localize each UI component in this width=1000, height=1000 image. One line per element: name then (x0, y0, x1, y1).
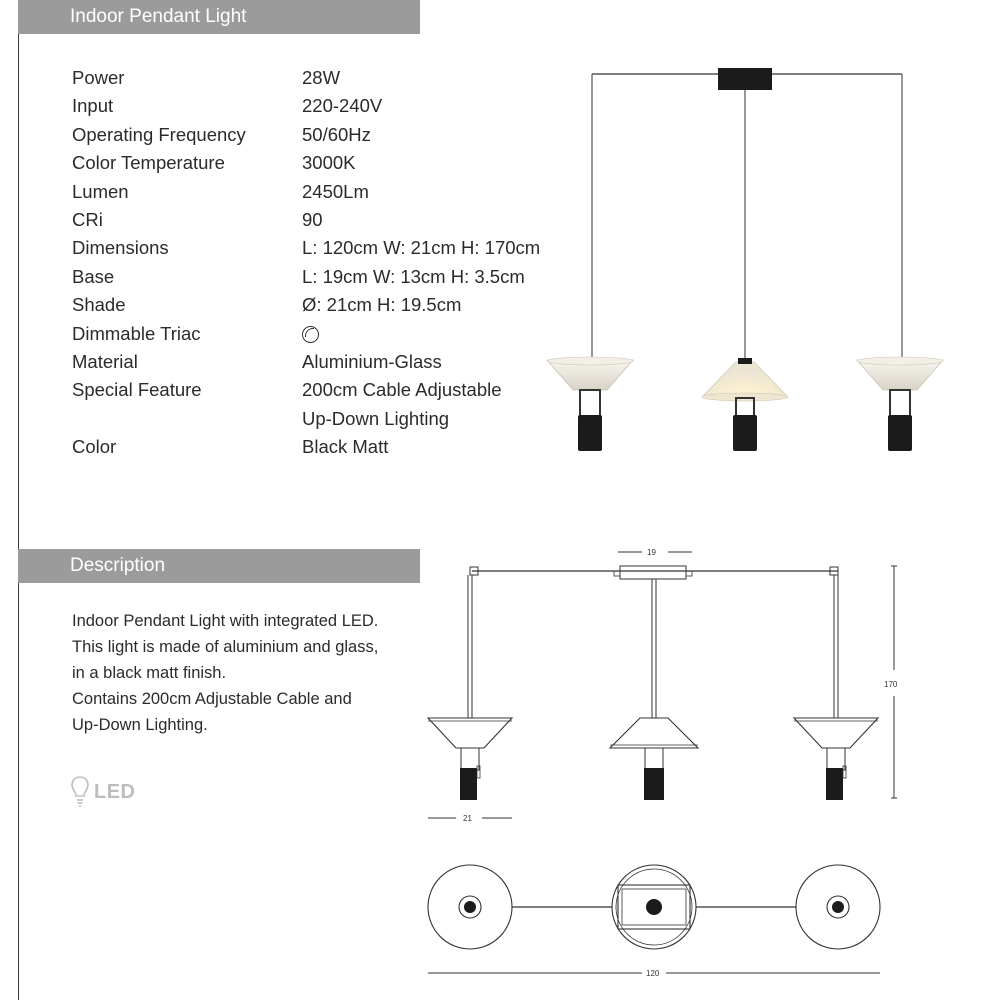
description-title: Description (70, 555, 166, 576)
spec-value: Ø: 21cm H: 19.5cm (302, 294, 462, 316)
spec-row-color-temperature: Color Temperature 3000K (72, 149, 592, 177)
spec-value: 220-240V (302, 95, 383, 117)
dimension-length: 120 (646, 969, 660, 978)
technical-drawing-plan: 120 (427, 864, 881, 978)
plan-canopy-center (611, 864, 697, 950)
spec-row-base: Base L: 19cm W: 13cm H: 3.5cm (72, 263, 592, 291)
spec-label: CRi (72, 208, 103, 230)
left-border-rule (18, 0, 19, 1000)
lamp-center (701, 358, 789, 451)
dimension-base-width: 19 (647, 548, 656, 557)
drawing-canopy (619, 565, 687, 580)
spec-label: Lumen (72, 180, 129, 202)
spec-row-cri: CRi 90 (72, 206, 592, 234)
spec-table: Power 28W Input 220-240V Operating Frequ… (72, 64, 592, 461)
spec-value: Black Matt (302, 436, 389, 458)
lamp-right (856, 356, 944, 451)
spec-value: 90 (302, 208, 323, 230)
product-title: Indoor Pendant Light (70, 6, 247, 27)
description-line: Up-Down Lighting. (72, 716, 208, 734)
spec-row-color: Color Black Matt (72, 433, 592, 461)
dimension-height: 170 (884, 680, 898, 689)
spec-value: 50/60Hz (302, 123, 371, 145)
bulb-icon (71, 776, 89, 807)
lamp-left (546, 356, 634, 451)
spec-value: L: 19cm W: 13cm H: 3.5cm (302, 265, 525, 287)
description-line: Contains 200cm Adjustable Cable and (72, 690, 352, 708)
spec-row-input: Input 220-240V (72, 92, 592, 120)
spec-value (302, 320, 319, 348)
led-badge: LED (70, 774, 136, 810)
spec-value: 28W (302, 67, 341, 88)
product-title-header: Indoor Pendant Light (18, 0, 420, 34)
spec-value: 2450Lm (302, 180, 369, 202)
description-line: in a black matt finish. (72, 664, 227, 682)
spec-value: 3000K (302, 152, 356, 174)
spec-row-special-feature-cont: Up-Down Lighting (72, 405, 592, 433)
spec-row-material: Material Aluminium-Glass (72, 348, 592, 376)
spec-label: Dimmable Triac (72, 322, 201, 344)
ceiling-canopy (718, 68, 772, 90)
spec-label: Dimensions (72, 237, 169, 259)
spec-value: L: 120cm W: 21cm H: 170cm (302, 237, 541, 259)
spec-row-dimmable: Dimmable Triac (72, 320, 592, 348)
technical-drawing-elevation: 19 170 21 (426, 548, 898, 823)
plan-shade-left (427, 864, 513, 950)
drawing-lamp-right (792, 717, 880, 800)
spec-row-power: Power 28W (72, 64, 592, 92)
spec-value: Aluminium-Glass (302, 350, 442, 372)
spec-label: Color (72, 436, 117, 458)
spec-row-shade: Shade Ø: 21cm H: 19.5cm (72, 291, 592, 319)
description-header: Description (18, 549, 420, 583)
drawing-lamp-center (608, 717, 700, 800)
plan-shade-right (795, 864, 881, 950)
drawing-end-cap-left (469, 566, 479, 576)
product-photo (546, 68, 944, 451)
spec-label: Base (72, 265, 115, 287)
spec-label: Special Feature (72, 379, 202, 401)
spec-label: Input (72, 95, 114, 117)
drawing-lamp-left (426, 717, 514, 800)
spec-label: Operating Frequency (72, 123, 246, 145)
dimmable-triac-icon (302, 325, 319, 343)
description-body: Indoor Pendant Light with integrated LED… (72, 608, 432, 738)
spec-label: Material (72, 350, 138, 372)
description-line: This light is made of aluminium and glas… (72, 638, 379, 656)
spec-label: Power (72, 67, 125, 88)
spec-label: Shade (72, 294, 126, 316)
spec-value: 200cm Cable Adjustable (302, 379, 502, 401)
spec-value: Up-Down Lighting (302, 407, 450, 429)
dimension-shade-width: 21 (463, 814, 472, 823)
spec-row-special-feature: Special Feature 200cm Cable Adjustable (72, 376, 592, 404)
spec-row-frequency: Operating Frequency 50/60Hz (72, 121, 592, 149)
spec-row-lumen: Lumen 2450Lm (72, 178, 592, 206)
led-label: LED (94, 780, 136, 803)
description-line: Indoor Pendant Light with integrated LED… (72, 612, 379, 630)
spec-label: Color Temperature (72, 152, 225, 174)
spec-row-dimensions: Dimensions L: 120cm W: 21cm H: 170cm (72, 234, 592, 262)
